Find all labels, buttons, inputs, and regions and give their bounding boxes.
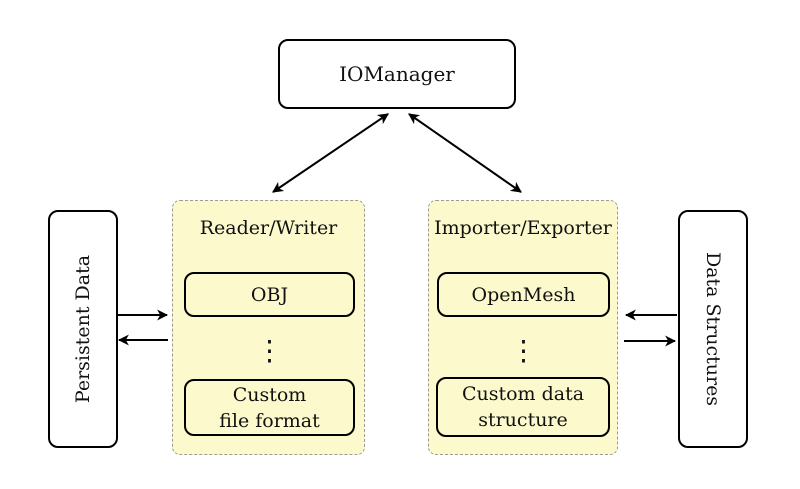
- openmesh-box: OpenMesh: [437, 272, 610, 317]
- custom-data-structure-box: Custom data structure: [436, 377, 610, 437]
- data-structures-box: Data Structures: [678, 210, 748, 448]
- iomanager-label: IOManager: [339, 62, 455, 86]
- importer-exporter-title: Importer/Exporter: [434, 217, 612, 239]
- obj-label: OBJ: [250, 283, 289, 306]
- arrow-iomanager-importerexporter: [408, 113, 522, 193]
- vertical-ellipsis: ⋮: [255, 333, 284, 367]
- custom-file-format-line2: file format: [219, 409, 320, 432]
- custom-file-format-line1: Custom: [232, 383, 307, 406]
- importer-exporter-ellipsis: ⋮: [437, 328, 610, 372]
- custom-file-format-box: Custom file format: [184, 379, 355, 436]
- obj-box: OBJ: [184, 272, 355, 317]
- custom-data-structure-line2: structure: [478, 409, 568, 431]
- arrow-iomanager-readerwriter: [272, 113, 389, 193]
- persistent-data-box: Persistent Data: [48, 210, 118, 448]
- vertical-ellipsis: ⋮: [509, 333, 538, 367]
- persistent-data-label: Persistent Data: [72, 254, 94, 404]
- custom-data-structure-line1: Custom data: [461, 383, 585, 405]
- openmesh-label: OpenMesh: [471, 283, 576, 306]
- reader-writer-ellipsis: ⋮: [184, 328, 355, 372]
- reader-writer-title: Reader/Writer: [199, 217, 338, 239]
- data-structures-label: Data Structures: [702, 251, 724, 407]
- iomanager-box: IOManager: [278, 39, 516, 109]
